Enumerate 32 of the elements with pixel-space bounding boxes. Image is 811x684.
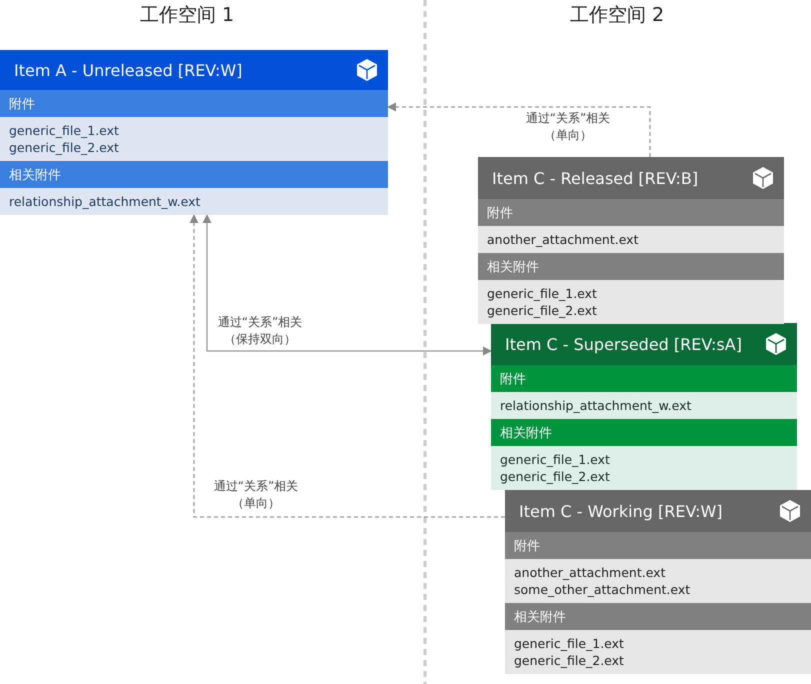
workspace-title: 工作空间 1 [140, 3, 234, 28]
card-title: Item C - Superseded [REV:sA] [505, 334, 742, 354]
file-list: another_attachment.ext [478, 226, 784, 253]
card-title: Item A - Unreleased [REV:W] [14, 60, 242, 80]
file-list: relationship_attachment_w.ext [0, 188, 388, 215]
edge-label: 通过“关系”相关（单向） [524, 110, 612, 144]
section-header: 相关附件 [478, 253, 784, 280]
file-list: relationship_attachment_w.ext [491, 392, 797, 419]
section-header: 附件 [505, 532, 811, 559]
section-header: 相关附件 [491, 419, 797, 446]
section-header: 相关附件 [0, 161, 388, 188]
workspace-title: 工作空间 2 [570, 3, 664, 28]
edge-label: 通过“关系”相关（保持双向） [216, 314, 304, 348]
connector-arrow [202, 214, 492, 356]
file-list: generic_file_1.ext generic_file_2.ext [478, 280, 784, 324]
edge-label: 通过“关系”相关（单向） [212, 478, 300, 512]
connector-arrow [387, 102, 651, 157]
item-card [505, 490, 811, 674]
section-header: 附件 [0, 90, 388, 117]
file-list: another_attachment.ext some_other_attachment.ext [505, 559, 811, 603]
section-header: 附件 [478, 199, 784, 226]
file-list: generic_file_1.ext generic_file_2.ext [0, 117, 388, 161]
connector-arrow [190, 214, 505, 518]
section-header: 附件 [491, 365, 797, 392]
item-card [478, 157, 784, 324]
file-list: generic_file_1.ext generic_file_2.ext [491, 446, 797, 490]
item-card [491, 323, 797, 490]
card-title: Item C - Released [REV:B] [492, 168, 698, 188]
item-card [0, 50, 388, 215]
file-list: generic_file_1.ext generic_file_2.ext [505, 630, 811, 674]
card-title: Item C - Working [REV:W] [519, 502, 723, 520]
section-header: 相关附件 [505, 603, 811, 630]
